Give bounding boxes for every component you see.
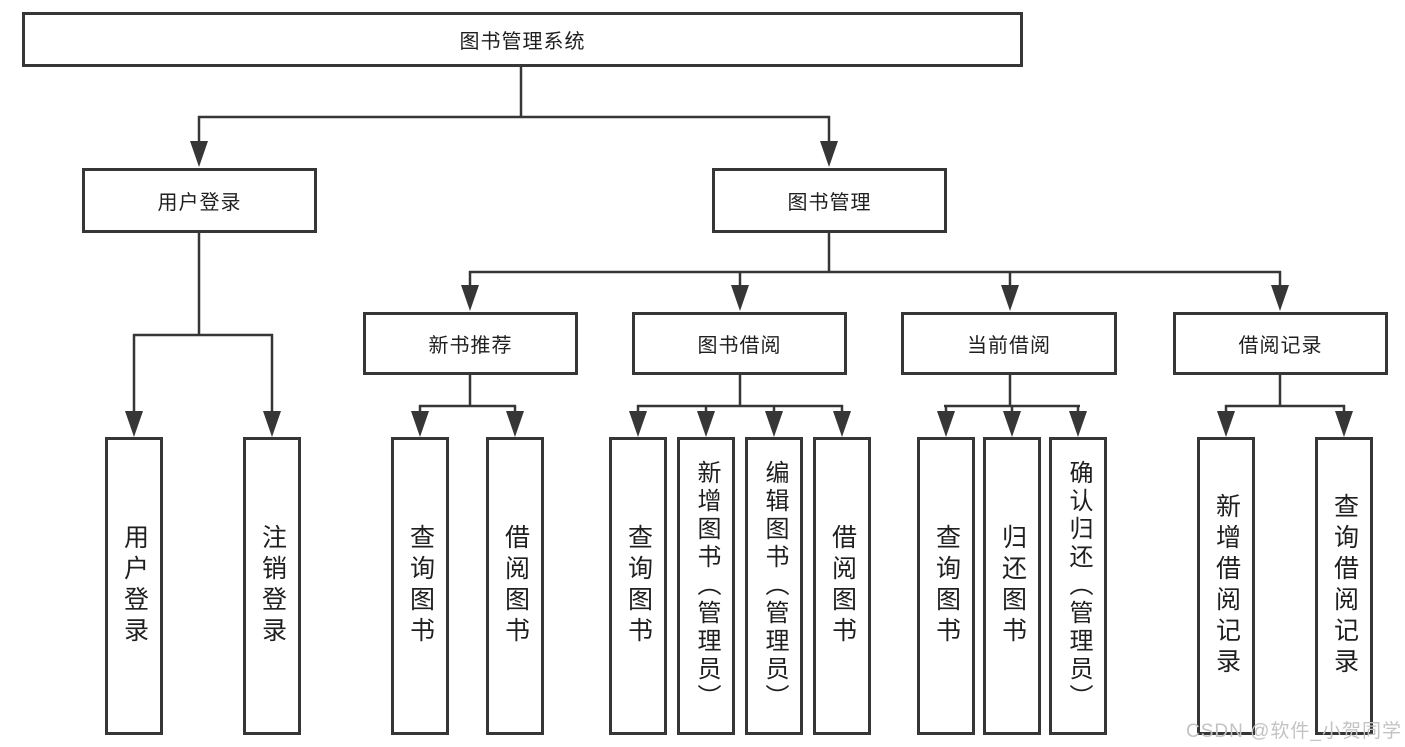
leaf-borrow-books-recommend: 借阅图书 [486,437,544,735]
leaf-logout-label: 注销登录 [258,524,287,648]
leaf-confirm-return-admin-label: 确认归还（管理员） [1065,460,1092,712]
leaf-query-books-recommend: 查询图书 [391,437,449,735]
leaf-add-book-admin: 新增图书（管理员） [677,437,735,735]
leaf-user-login: 用户登录 [105,437,163,735]
leaf-return-book-label: 归还图书 [998,524,1027,648]
leaf-add-borrow-record-label: 新增借阅记录 [1212,493,1241,679]
leaf-query-borrow-record-label: 查询借阅记录 [1330,493,1359,679]
node-borrowing-records: 借阅记录 [1173,312,1388,375]
leaf-add-borrow-record: 新增借阅记录 [1197,437,1255,735]
leaf-query-books-current-label: 查询图书 [932,524,961,648]
watermark: CSDN @软件_小贺同学 [1186,721,1402,742]
leaf-logout: 注销登录 [243,437,301,735]
leaf-query-borrow-record: 查询借阅记录 [1315,437,1373,735]
node-user-login: 用户登录 [82,168,317,233]
leaf-query-books-borrow: 查询图书 [609,437,667,735]
leaf-add-book-admin-label: 新增图书（管理员） [693,460,720,712]
leaf-query-books-recommend-label: 查询图书 [406,524,435,648]
node-book-borrowing: 图书借阅 [632,312,847,375]
leaf-user-login-label: 用户登录 [120,524,149,648]
leaf-query-books-current: 查询图书 [917,437,975,735]
node-library-management-system: 图书管理系统 [22,12,1023,67]
leaf-query-books-borrow-label: 查询图书 [624,524,653,648]
leaf-edit-book-admin-label: 编辑图书（管理员） [761,460,788,712]
leaf-borrow-books: 借阅图书 [813,437,871,735]
node-current-borrowing: 当前借阅 [901,312,1117,375]
leaf-borrow-books-recommend-label: 借阅图书 [501,524,530,648]
leaf-confirm-return-admin: 确认归还（管理员） [1049,437,1107,735]
leaf-borrow-books-label: 借阅图书 [828,524,857,648]
node-new-book-recommendation: 新书推荐 [363,312,578,375]
node-book-management: 图书管理 [712,168,947,233]
leaf-edit-book-admin: 编辑图书（管理员） [745,437,803,735]
leaf-return-book: 归还图书 [983,437,1041,735]
